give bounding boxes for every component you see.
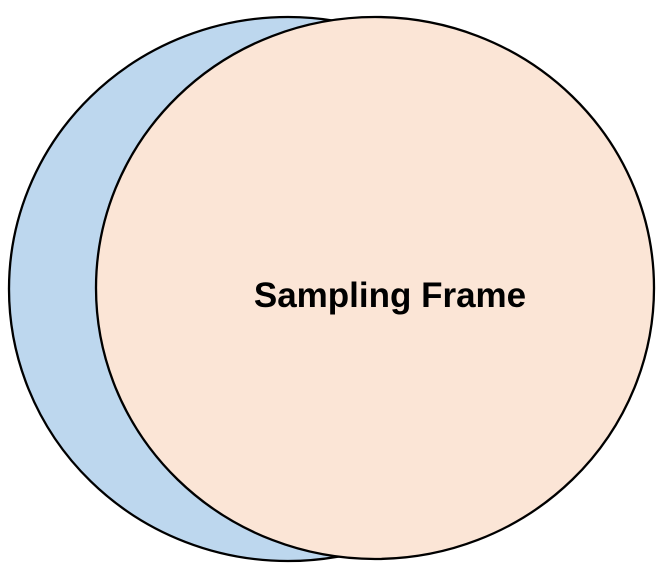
sampling-frame-circle [94, 15, 656, 561]
sampling-frame-label: Sampling Frame [254, 276, 526, 315]
